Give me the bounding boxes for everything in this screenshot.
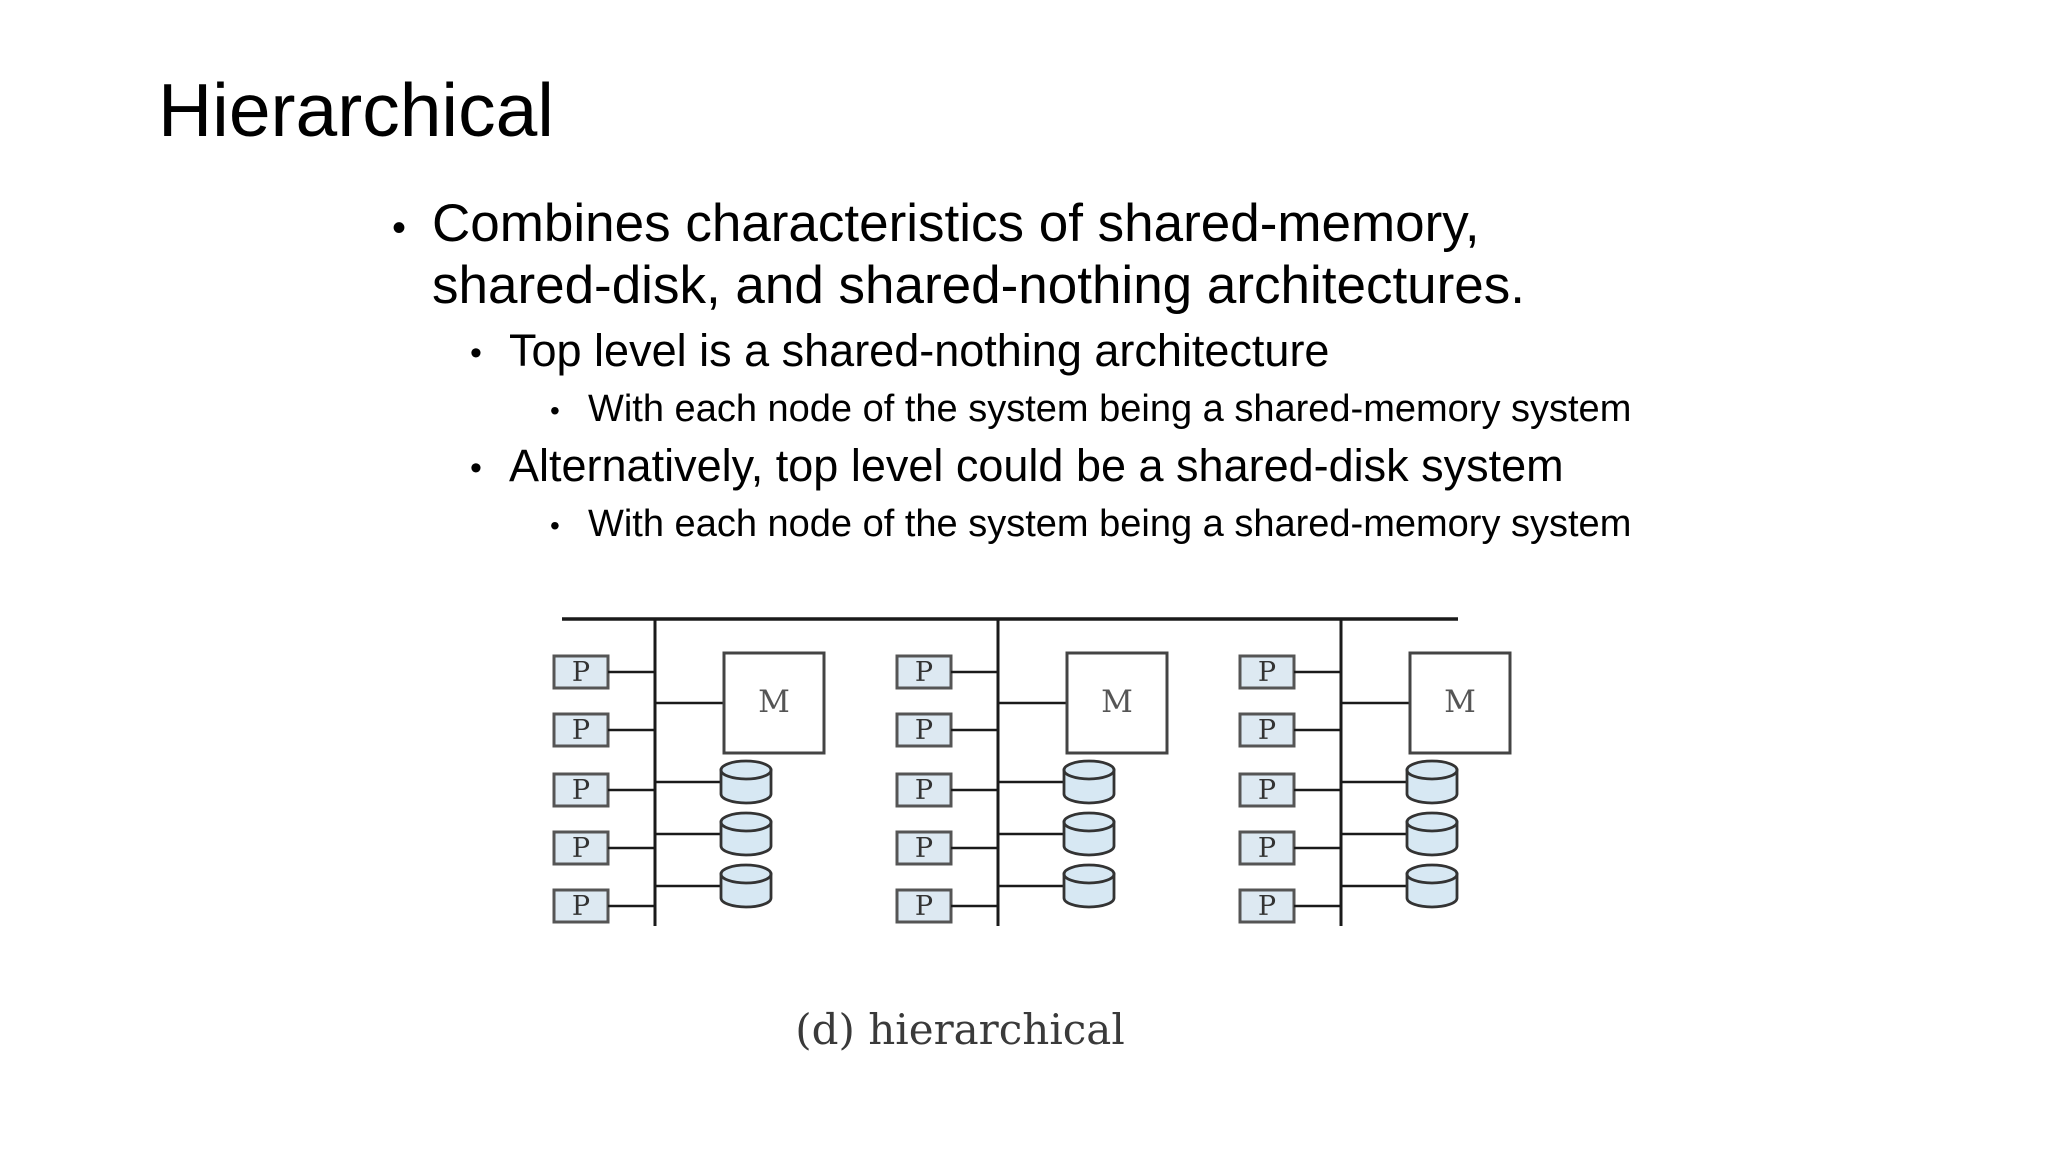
- slide-title: Hierarchical: [158, 68, 554, 152]
- processor-label: P: [572, 891, 590, 922]
- processor-label: P: [572, 657, 590, 688]
- processor-label: P: [572, 775, 590, 806]
- disk-cylinder-top: [719, 811, 773, 833]
- bullet-text: Alternatively, top level could be a shar…: [509, 440, 1564, 491]
- memory-box: [1065, 651, 1169, 755]
- memory-box: [1408, 651, 1512, 755]
- processor-label: P: [1258, 715, 1276, 746]
- processor-label: P: [1258, 775, 1276, 806]
- figure-caption: (d) hierarchical: [520, 1005, 1520, 1054]
- processor-box: [552, 772, 610, 808]
- bullet-text-line: Combines characteristics of shared-memor…: [432, 194, 1480, 253]
- disk-cylinder-top: [1062, 811, 1116, 833]
- processor-label: P: [915, 657, 933, 688]
- bullet-dot-icon: •: [470, 449, 482, 487]
- processor-box: [1238, 830, 1296, 866]
- bullet-text: With each node of the system being a sha…: [588, 388, 1632, 430]
- processor-label: P: [1258, 891, 1276, 922]
- processor-box: [895, 654, 953, 690]
- disk-cylinder-top: [719, 759, 773, 781]
- bullet-dot-icon: •: [392, 206, 407, 250]
- processor-label: P: [915, 715, 933, 746]
- memory-label: M: [758, 684, 790, 720]
- processor-label: P: [1258, 657, 1276, 688]
- processor-box: [1238, 888, 1296, 924]
- bullet-dot-icon: •: [550, 395, 560, 426]
- processor-box: [895, 830, 953, 866]
- memory-label: M: [1444, 684, 1476, 720]
- disk-cylinder-top: [1062, 759, 1116, 781]
- bullet-dot-icon: •: [550, 510, 560, 541]
- disk-cylinder-top: [1405, 863, 1459, 885]
- processor-box: [552, 830, 610, 866]
- disk-cylinder-top: [1062, 863, 1116, 885]
- processor-box: [1238, 712, 1296, 748]
- processor-label: P: [572, 715, 590, 746]
- bullet-list: • Combines characteristics of shared-mem…: [0, 0, 2048, 560]
- processor-box: [895, 712, 953, 748]
- figure-caption-text: (d) hierarchical: [795, 1005, 1125, 1054]
- processor-label: P: [572, 833, 590, 864]
- bullet-text: With each node of the system being a sha…: [588, 503, 1632, 545]
- processor-label: P: [915, 833, 933, 864]
- processor-label: P: [915, 775, 933, 806]
- bullet-text-line: shared-disk, and shared-nothing architec…: [432, 256, 1525, 315]
- disk-cylinder-top: [1405, 811, 1459, 833]
- processor-label: P: [1258, 833, 1276, 864]
- processor-box: [552, 888, 610, 924]
- memory-label: M: [1101, 684, 1133, 720]
- bullet-text: Top level is a shared-nothing architectu…: [509, 325, 1330, 376]
- disk-cylinder-top: [719, 863, 773, 885]
- memory-box: [722, 651, 826, 755]
- processor-label: P: [915, 891, 933, 922]
- disk-cylinder-top: [1405, 759, 1459, 781]
- bullet-dot-icon: •: [470, 334, 482, 372]
